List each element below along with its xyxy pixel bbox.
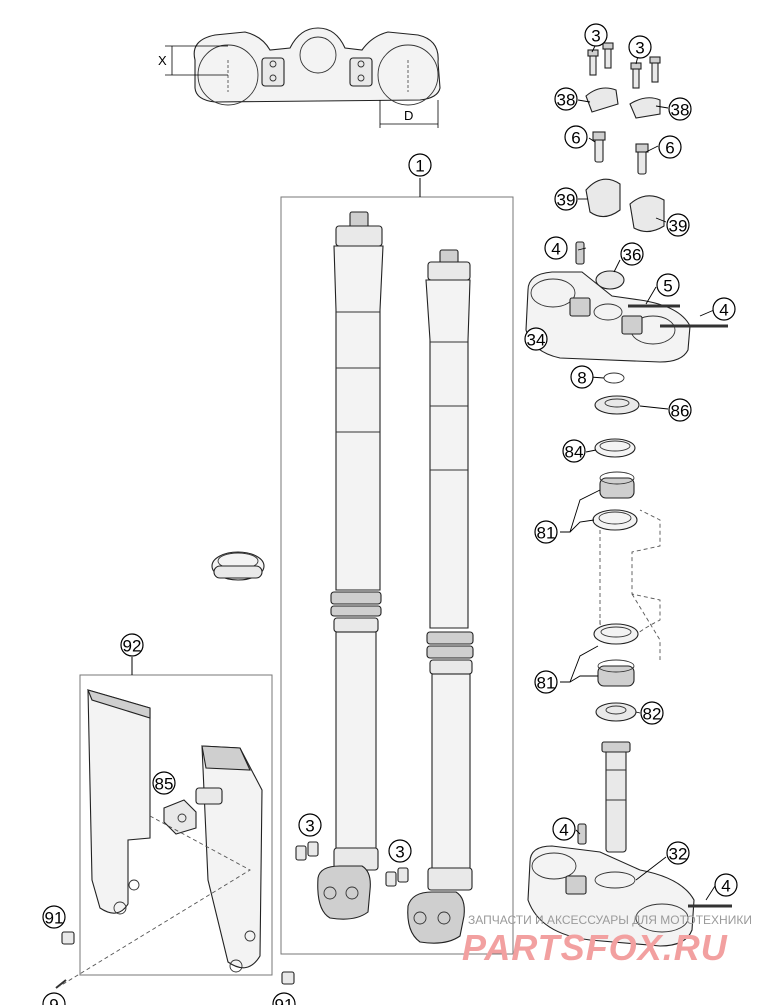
- callout-3-fork-right: 3: [388, 839, 412, 863]
- callout-38-left: 38: [554, 87, 578, 111]
- callout-4-upper-right: 4: [712, 297, 736, 321]
- watermark-logo: PARTSFOX.RU: [462, 927, 728, 968]
- callout-6-left: 6: [564, 125, 588, 149]
- svg-text:85: 85: [155, 775, 174, 794]
- handlebar-clamp-lower: [585, 178, 665, 233]
- svg-text:6: 6: [571, 129, 580, 148]
- fork-guard-frame: [79, 674, 273, 976]
- svg-text:8: 8: [577, 369, 586, 388]
- steering-bearing-stack: [592, 372, 640, 531]
- svg-text:81: 81: [537, 524, 556, 543]
- watermark-caption: ЗАПЧАСТИ И АКСЕССУАРЫ ДЛЯ МОТОТЕХНИКИ: [468, 913, 752, 927]
- guard-screws: [55, 931, 295, 989]
- svg-text:3: 3: [305, 817, 314, 836]
- callout-1: 1: [408, 153, 432, 177]
- upper-triple-clamp: [525, 241, 728, 363]
- callout-32: 32: [666, 841, 690, 865]
- clamp-bolts-top: [587, 42, 661, 89]
- fork-foot-bolts: [295, 841, 409, 887]
- callout-86: 86: [668, 398, 692, 422]
- callout-6-right: 6: [658, 135, 682, 159]
- svg-text:4: 4: [721, 877, 730, 896]
- svg-text:91: 91: [45, 909, 64, 928]
- svg-text:91: 91: [275, 996, 294, 1005]
- svg-text:9: 9: [49, 996, 58, 1005]
- svg-text:36: 36: [623, 246, 642, 265]
- leader-lines: [560, 43, 716, 901]
- callout-3-fork-left: 3: [298, 813, 322, 837]
- callout-81-lower: 81: [534, 670, 558, 694]
- svg-text:4: 4: [551, 240, 560, 259]
- fork-guard-left: [87, 689, 151, 915]
- fork-guard-right: [201, 745, 263, 973]
- callout-9: 9: [42, 992, 66, 1005]
- svg-text:4: 4: [719, 301, 728, 320]
- callout-91-bottom: 91: [272, 992, 296, 1005]
- dimension-x-label: X: [158, 53, 167, 68]
- callout-92: 92: [120, 633, 144, 657]
- callout-84: 84: [562, 439, 586, 463]
- left-fork-leg: [317, 211, 384, 920]
- svg-text:38: 38: [671, 101, 690, 120]
- svg-text:5: 5: [663, 277, 672, 296]
- callout-8: 8: [570, 365, 594, 389]
- watermark: ЗАПЧАСТИ И АКСЕССУАРЫ ДЛЯ МОТОТЕХНИКИ PA…: [462, 913, 752, 968]
- svg-text:84: 84: [565, 443, 584, 462]
- callout-4-lower-right: 4: [714, 873, 738, 897]
- callout-38-right: 38: [668, 97, 692, 121]
- right-fork-leg: [407, 249, 474, 944]
- callout-39-left: 39: [554, 187, 578, 211]
- handlebar-clamp-upper: [585, 87, 661, 119]
- svg-text:82: 82: [643, 705, 662, 724]
- svg-text:4: 4: [559, 821, 568, 840]
- svg-text:3: 3: [591, 27, 600, 46]
- callout-82: 82: [640, 701, 664, 725]
- callout-5: 5: [656, 273, 680, 297]
- svg-text:38: 38: [557, 91, 576, 110]
- callout-36: 36: [620, 242, 644, 266]
- svg-text:1: 1: [415, 157, 424, 176]
- callout-81-upper: 81: [534, 520, 558, 544]
- callout-3-top-left: 3: [584, 23, 608, 47]
- callout-91-left: 91: [42, 905, 66, 929]
- svg-text:39: 39: [557, 191, 576, 210]
- callout-3-top-right: 3: [628, 35, 652, 59]
- svg-text:86: 86: [671, 402, 690, 421]
- fork-assembly-frame: [280, 196, 514, 955]
- guard-bracket: [163, 787, 223, 835]
- dimension-d-label: D: [404, 108, 413, 123]
- clamp-bolts-long: [592, 131, 649, 175]
- svg-text:92: 92: [123, 637, 142, 656]
- svg-text:81: 81: [537, 674, 556, 693]
- callout-4-lower-left: 4: [552, 817, 576, 841]
- svg-text:3: 3: [635, 39, 644, 58]
- callout-85: 85: [152, 771, 176, 795]
- callout-39-right: 39: [666, 213, 690, 237]
- svg-text:3: 3: [395, 843, 404, 862]
- svg-text:34: 34: [527, 331, 546, 350]
- svg-text:39: 39: [669, 217, 688, 236]
- svg-text:6: 6: [665, 139, 674, 158]
- loose-ring-part: [211, 551, 265, 581]
- callout-34: 34: [524, 327, 548, 351]
- lower-triple-clamp: [527, 741, 732, 947]
- callout-4-upper-left: 4: [544, 236, 568, 260]
- triple-clamp-dimension-sketch: X D: [158, 27, 441, 128]
- svg-text:32: 32: [669, 845, 688, 864]
- lower-bearing-stack: [593, 623, 639, 722]
